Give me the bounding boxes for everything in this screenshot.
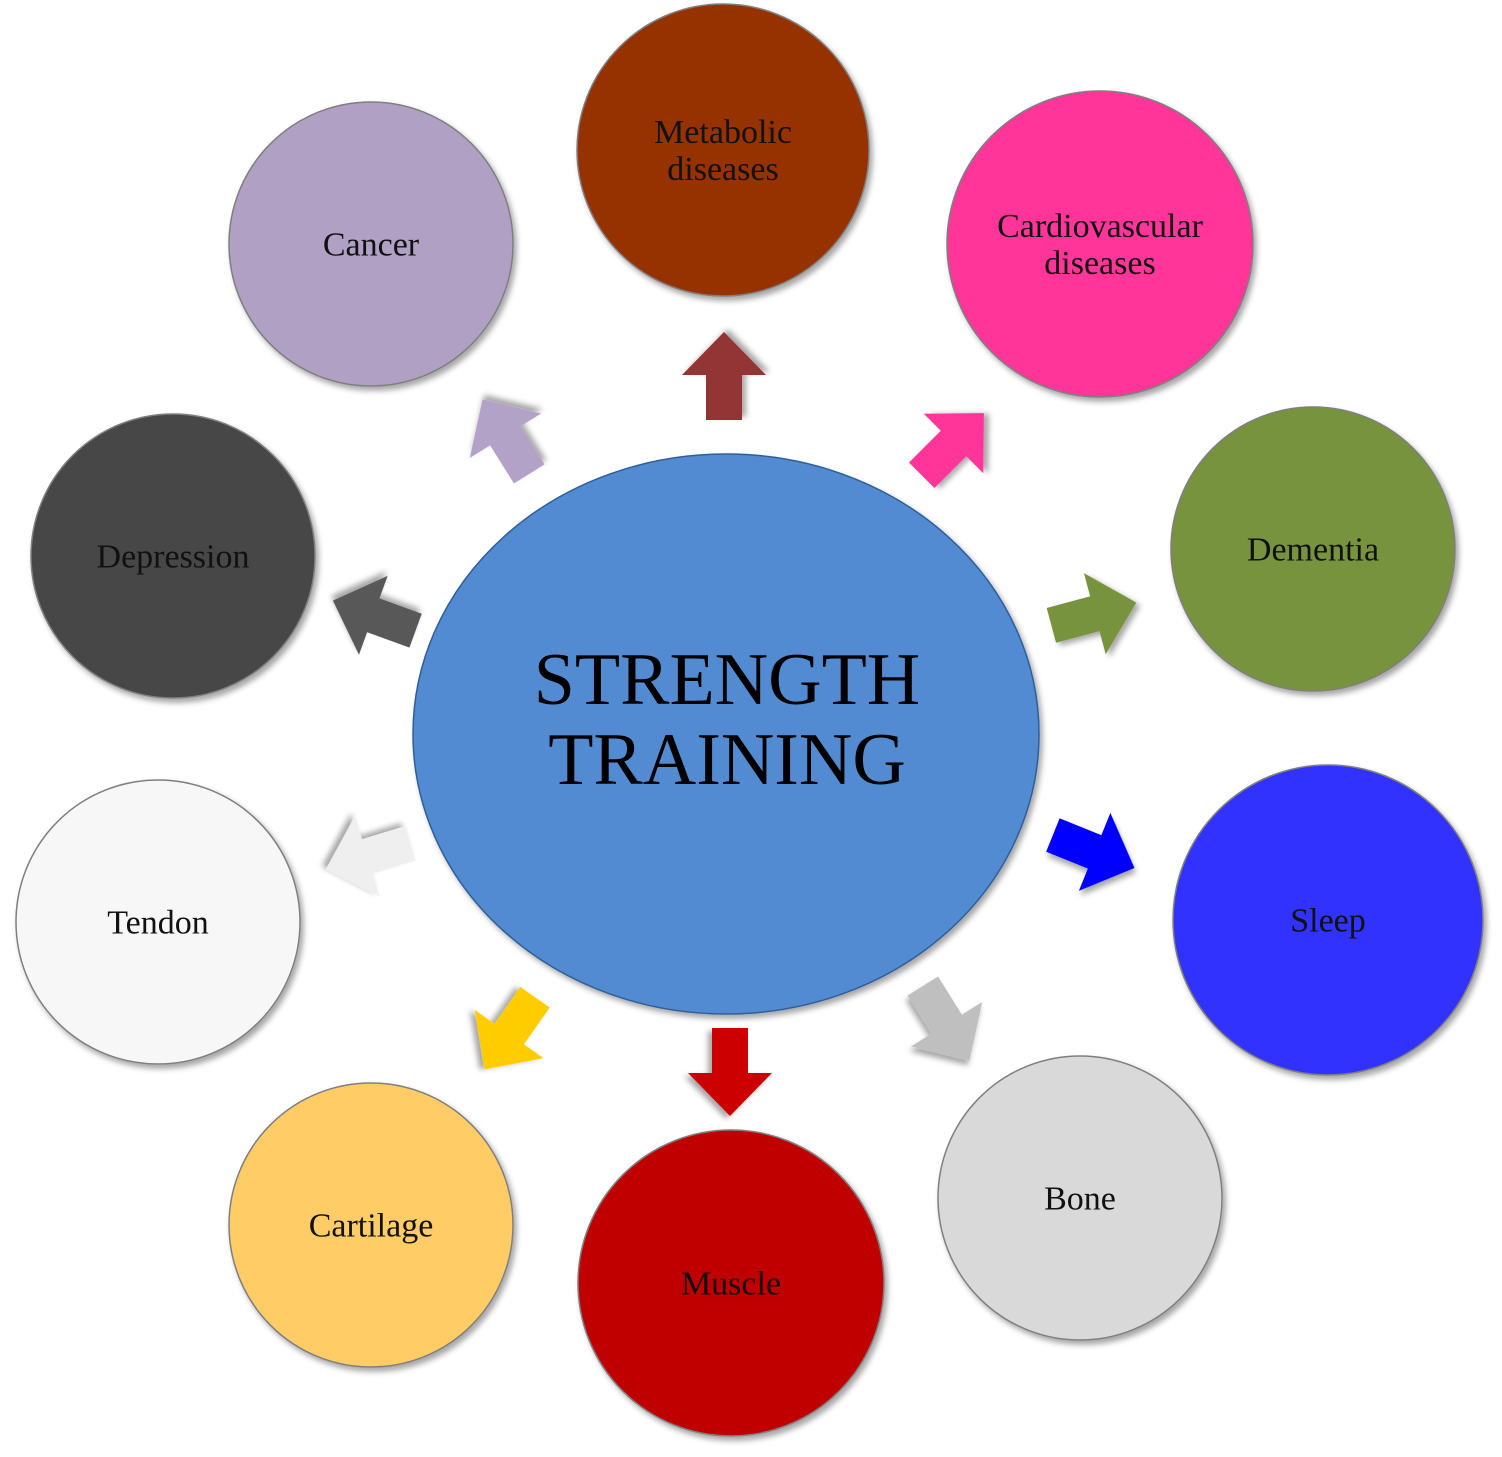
outcome-label-cardiovascular-0: Cardiovascular	[997, 208, 1203, 245]
outcome-circle-dementia	[1170, 406, 1456, 692]
outcome-label-cartilage-0: Cartilage	[309, 1208, 434, 1245]
outcome-circle-cancer	[228, 101, 514, 387]
outcome-label-bone-0: Bone	[1044, 1181, 1116, 1218]
outcome-label-cardiovascular-1: diseases	[1044, 245, 1155, 282]
outcome-circle-bone	[937, 1055, 1223, 1341]
outcome-label-depression-0: Depression	[97, 539, 250, 576]
outcome-node-cartilage: Cartilage	[228, 1082, 514, 1368]
outcome-label-sleep-0: Sleep	[1290, 903, 1366, 940]
arrow-to-tendon	[326, 816, 416, 897]
outcome-circle-cardiovascular	[946, 90, 1254, 398]
outcome-node-bone: Bone	[937, 1055, 1223, 1341]
outcome-node-tendon: Tendon	[15, 779, 301, 1065]
outcome-circles-layer: MetabolicdiseasesCardiovasculardiseasesD…	[15, 3, 1484, 1437]
arrow-to-cartilage	[474, 986, 550, 1070]
outcome-label-dementia-0: Dementia	[1247, 532, 1379, 569]
outcome-circle-metabolic	[576, 3, 870, 297]
center-ellipse	[412, 453, 1040, 1015]
arrow-to-bone	[907, 976, 983, 1061]
outcome-label-muscle-0: Muscle	[681, 1266, 781, 1303]
arrows-layer	[326, 332, 1137, 1116]
arrow-to-metabolic	[682, 332, 766, 420]
outcome-label-metabolic-0: Metabolic	[654, 114, 792, 151]
outcome-circle-depression	[30, 413, 316, 699]
outcome-circle-tendon	[15, 779, 301, 1065]
arrow-to-depression	[332, 575, 422, 655]
arrow-to-sleep	[1046, 812, 1135, 891]
outcome-node-depression: Depression	[30, 413, 316, 699]
outcome-node-dementia: Dementia	[1170, 406, 1456, 692]
arrow-to-cancer	[469, 399, 545, 484]
outcome-node-cancer: Cancer	[228, 101, 514, 387]
outcome-label-cancer-0: Cancer	[323, 227, 420, 264]
center-label-0: STRENGTH	[534, 639, 920, 721]
outcome-label-tendon-0: Tendon	[107, 905, 209, 942]
outcome-circle-muscle	[577, 1129, 885, 1437]
outcome-node-muscle: Muscle	[577, 1129, 885, 1437]
center-label-1: TRAINING	[548, 719, 906, 801]
arrow-to-dementia	[1046, 573, 1137, 655]
arrow-to-cardiovascular	[908, 413, 984, 489]
outcome-circle-cartilage	[228, 1082, 514, 1368]
outcome-circle-sleep	[1172, 764, 1484, 1076]
outcome-node-sleep: Sleep	[1172, 764, 1484, 1076]
outcome-label-metabolic-1: diseases	[667, 151, 778, 188]
arrow-to-muscle	[688, 1028, 772, 1116]
